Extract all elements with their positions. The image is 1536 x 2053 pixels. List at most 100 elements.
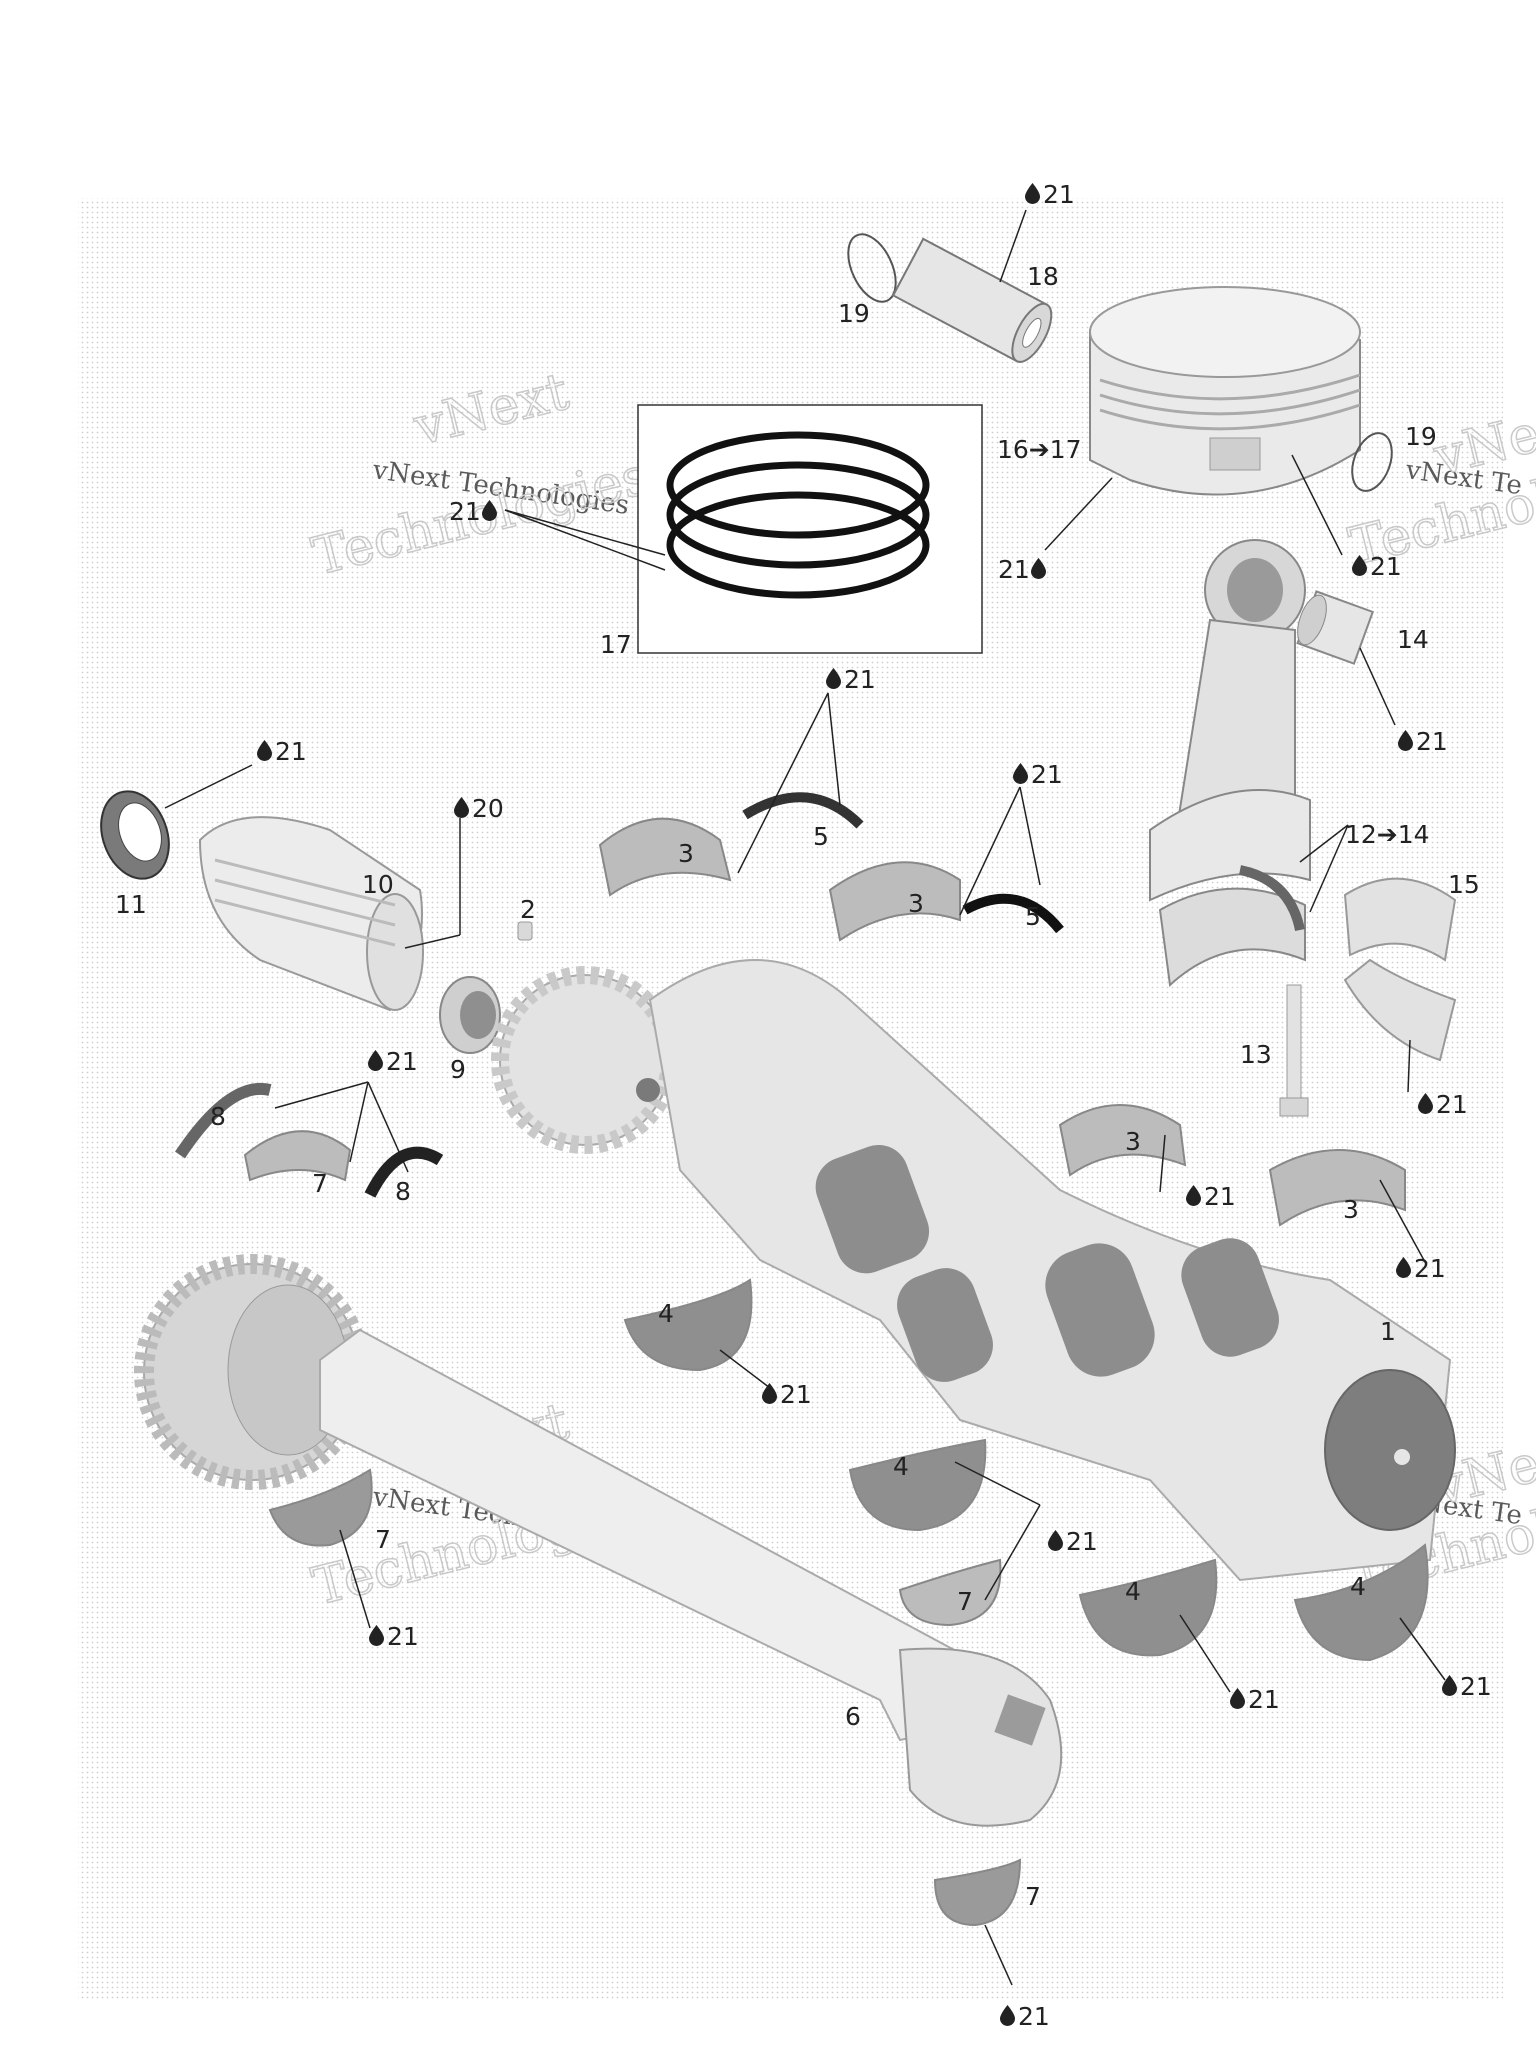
callout-16-17: 16➔17 xyxy=(997,435,1082,464)
svg-text:21: 21 xyxy=(1416,727,1448,756)
lube-callout: 20 xyxy=(454,794,504,823)
lube-callout: 21 xyxy=(449,497,497,526)
callout-15: 15 xyxy=(1448,870,1480,899)
callout-18: 18 xyxy=(1027,262,1059,291)
bearing-shells xyxy=(175,792,1429,1927)
callout-9: 9 xyxy=(450,1055,466,1084)
callout-4: 4 xyxy=(658,1299,674,1328)
svg-text:21: 21 xyxy=(1031,760,1063,789)
callout-11: 11 xyxy=(115,890,147,919)
connecting-rod-part xyxy=(1149,539,1311,988)
callout-7: 7 xyxy=(1025,1882,1041,1911)
lube-callout: 21 xyxy=(257,737,307,766)
lube-callout: 21 xyxy=(369,1622,419,1651)
circlip-19-part xyxy=(1351,432,1393,492)
lube-callout: 21 xyxy=(1186,1182,1236,1211)
thrust-washer-5-part xyxy=(962,893,1064,934)
svg-text:21: 21 xyxy=(1066,1527,1098,1556)
lube-callout: 21 xyxy=(1398,727,1448,756)
svg-text:21: 21 xyxy=(1460,1672,1492,1701)
callout-2: 2 xyxy=(520,895,536,924)
svg-text:21: 21 xyxy=(1204,1182,1236,1211)
svg-text:21: 21 xyxy=(387,1622,419,1651)
bearing-7-part xyxy=(933,1858,1022,1927)
piston-ring-set-box xyxy=(637,404,983,654)
piston-rings-part xyxy=(666,431,930,599)
svg-text:21: 21 xyxy=(1414,1254,1446,1283)
callout-12-14: 12➔14 xyxy=(1345,820,1430,849)
lube-callout: 21 xyxy=(1418,1090,1468,1119)
main-bearing-4-part xyxy=(1078,1558,1218,1657)
lube-callout: 21 xyxy=(762,1380,812,1409)
callout-13: 13 xyxy=(1240,1040,1272,1069)
rod-bearing-part xyxy=(1343,877,1457,1062)
lube-callout: 21 xyxy=(998,555,1046,584)
callout-7: 7 xyxy=(957,1587,973,1616)
svg-text:21: 21 xyxy=(1018,2002,1050,2031)
lubricant-callouts: 21 21 21 21 21 21 21 21 20 21 21 21 21 2… xyxy=(257,180,1492,2031)
callout-19: 19 xyxy=(838,299,870,328)
callout-17: 17 xyxy=(600,630,632,659)
main-bearing-3-part xyxy=(828,861,961,942)
lube-callout: 21 xyxy=(368,1047,418,1076)
dowel-pin-part xyxy=(517,921,533,941)
lube-callout: 21 xyxy=(826,665,876,694)
lube-callout: 21 xyxy=(1442,1672,1492,1701)
bearing-7-part xyxy=(268,1468,373,1547)
callout-5: 5 xyxy=(813,822,829,851)
piston-pin-part xyxy=(891,237,1053,363)
lube-callout: 21 xyxy=(1230,1685,1280,1714)
callout-5: 5 xyxy=(1025,902,1041,931)
svg-text:21: 21 xyxy=(780,1380,812,1409)
oil-seal-part xyxy=(100,790,170,880)
callout-4: 4 xyxy=(1125,1577,1141,1606)
lube-callout: 21 xyxy=(1352,552,1402,581)
piston-part xyxy=(1089,286,1361,496)
thrust-washer-8-part xyxy=(364,1146,444,1198)
svg-text:21: 21 xyxy=(449,497,481,526)
callout-4: 4 xyxy=(893,1452,909,1481)
svg-text:21: 21 xyxy=(1043,180,1075,209)
thrust-washer-8-part xyxy=(175,1082,272,1159)
leader-lines xyxy=(164,209,1446,1986)
svg-text:21: 21 xyxy=(1248,1685,1280,1714)
main-bearing-4-part xyxy=(1293,1543,1429,1662)
bearing-7-part xyxy=(898,1558,1002,1627)
sleeve-part xyxy=(198,816,424,1012)
main-bearing-3-part xyxy=(598,817,732,897)
svg-text:20: 20 xyxy=(472,794,504,823)
circlip-19-part xyxy=(847,233,897,303)
svg-text:21: 21 xyxy=(386,1047,418,1076)
svg-text:21: 21 xyxy=(844,665,876,694)
bearing-7-part xyxy=(243,1130,352,1182)
callout-numbers: 1 2 3 3 3 3 4 4 4 4 5 5 6 7 7 7 7 8 8 9 … xyxy=(115,262,1480,1911)
small-end-bushing-part xyxy=(1296,590,1375,665)
main-bearing-4-part xyxy=(848,1438,987,1532)
thrust-washer-5-part xyxy=(742,792,864,829)
callout-19: 19 xyxy=(1405,422,1437,451)
rod-bolt-part xyxy=(1279,984,1309,1117)
callout-4: 4 xyxy=(1350,1572,1366,1601)
main-bearing-4-part xyxy=(623,1278,753,1372)
callout-14: 14 xyxy=(1397,625,1429,654)
callout-3: 3 xyxy=(678,839,694,868)
main-bearing-3-part xyxy=(1268,1149,1406,1227)
main-bearing-3-part xyxy=(1058,1104,1187,1177)
lube-callout: 21 xyxy=(1013,760,1063,789)
svg-text:21: 21 xyxy=(1436,1090,1468,1119)
callout-6: 6 xyxy=(845,1702,861,1731)
balance-shaft-part xyxy=(134,1254,1063,1827)
svg-text:21: 21 xyxy=(1370,552,1402,581)
callout-1: 1 xyxy=(1380,1317,1396,1346)
callout-3: 3 xyxy=(908,889,924,918)
lube-callout: 21 xyxy=(1396,1254,1446,1283)
callout-3: 3 xyxy=(1125,1127,1141,1156)
svg-text:21: 21 xyxy=(275,737,307,766)
lube-callout: 21 xyxy=(1025,180,1075,209)
crankshaft-part xyxy=(491,959,1456,1582)
callout-7: 7 xyxy=(312,1169,328,1198)
callout-8: 8 xyxy=(395,1177,411,1206)
lube-callout: 21 xyxy=(1000,2002,1050,2031)
